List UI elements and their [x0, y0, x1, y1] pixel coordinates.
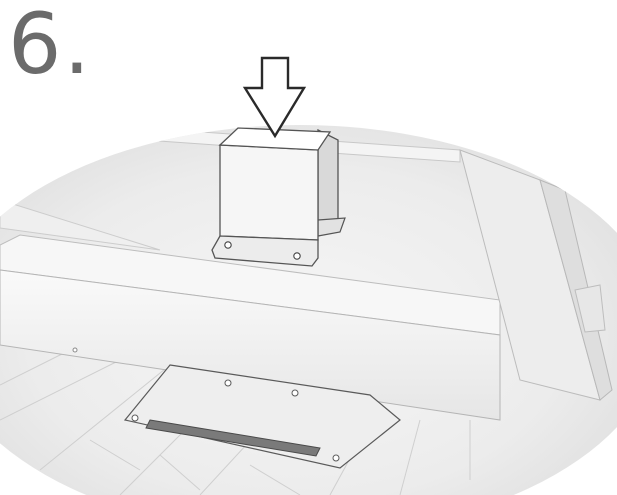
- main-beam: [0, 199, 501, 421]
- right-post: [459, 149, 613, 401]
- lower-mounting-plate: [72, 347, 401, 469]
- bracket: [211, 127, 346, 267]
- floor-slats: [0, 349, 471, 495]
- down-arrow-icon: [242, 56, 307, 139]
- step-number: 6.: [8, 0, 93, 93]
